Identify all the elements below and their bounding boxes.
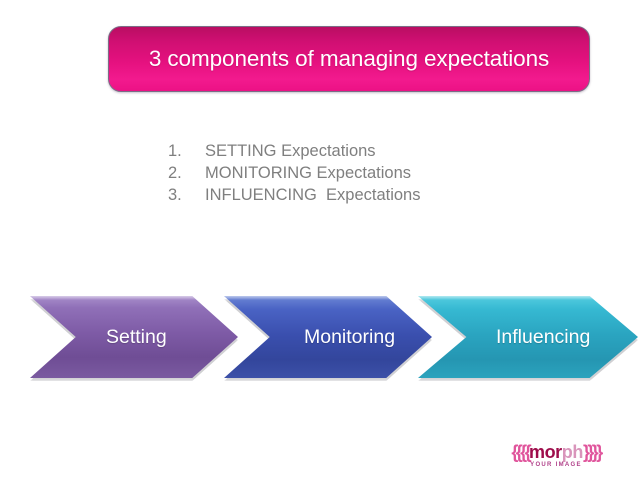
process-step-label: Influencing [496,325,591,348]
process-chevron-row: Setting Monitoring Influencing [30,293,638,383]
list-item: 3. INFLUENCING Expectations [168,184,420,206]
chevron-bevel-highlight [30,296,238,300]
logo-tagline: YOUR IMAGE [530,462,582,468]
slide-title-banner: 3 components of managing expectations [108,26,590,92]
list-item: 1. SETTING Expectations [168,140,420,162]
list-item-number: 3. [168,186,182,204]
logo-word-light: ph [561,442,584,462]
list-item-label: MONITORING Expectations [205,164,412,182]
process-step-label: Setting [106,325,167,348]
list-item-label: SETTING Expectations [205,142,376,160]
numbered-list: 1. SETTING Expectations 2. MONITORING Ex… [168,140,420,206]
list-item-label: INFLUENCING Expectations [205,186,421,204]
chevron-bevel-highlight [418,296,638,300]
morph-wordmark: {{{{morph}}}} [497,443,615,461]
logo-word-dark: mor [528,442,562,462]
process-step-label: Monitoring [304,325,396,348]
logo-right-braces: }}}} [583,442,603,462]
morph-logo: {{{{morph}}}} YOUR IMAGE [497,443,615,473]
list-item-number: 1. [168,142,182,160]
chevron-bevel-highlight [224,296,432,300]
logo-left-braces: {{{{ [511,442,531,462]
page-title: 3 components of managing expectations [148,46,550,71]
list-item: 2. MONITORING Expectations [168,162,420,184]
process-step-setting[interactable]: Setting [30,296,238,378]
list-item-number: 2. [168,164,182,182]
